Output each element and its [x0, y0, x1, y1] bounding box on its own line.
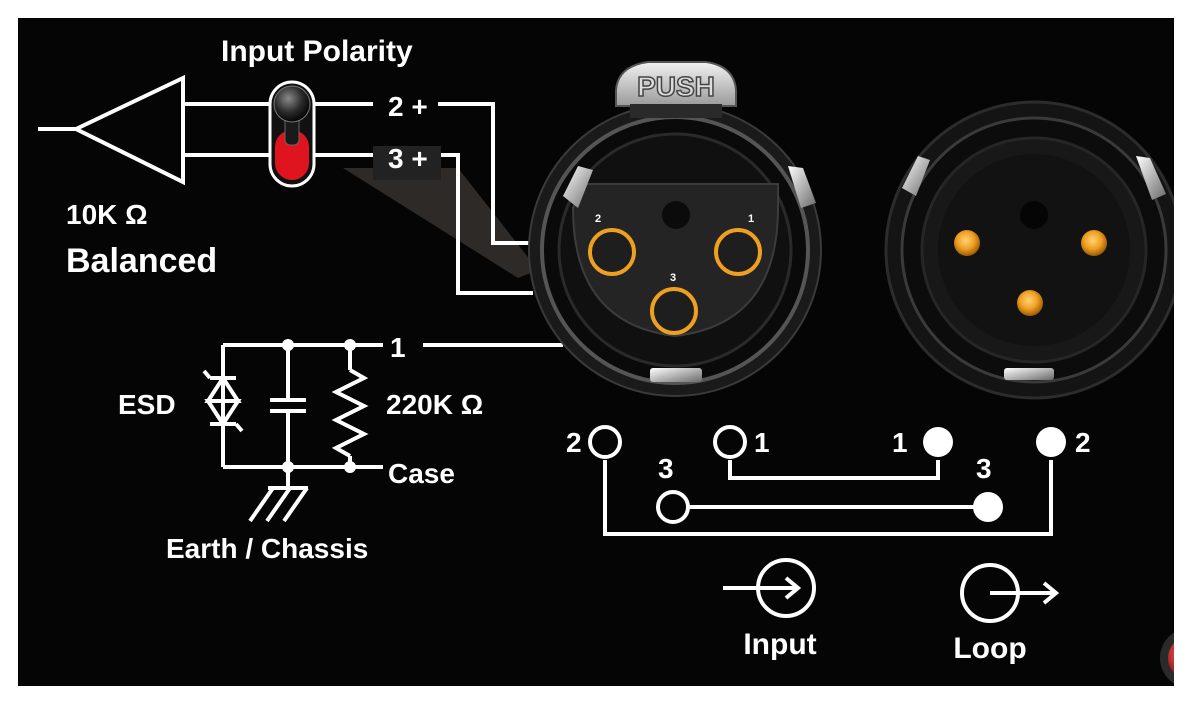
loop-pin1-dot	[923, 427, 953, 457]
esd-diode-icon	[202, 369, 244, 433]
male-xlr-connector[interactable]	[884, 100, 1174, 400]
loop-pin3-dot	[973, 492, 1003, 522]
shadow-wedge	[343, 168, 538, 278]
indicator-light	[1168, 642, 1174, 674]
input-pin1-label: 1	[754, 427, 770, 458]
protection-circuit	[221, 343, 383, 523]
input-arrow-icon	[723, 558, 816, 618]
wiring-diagram: Input Polarity 10K Ω Balanced 2 + 3 + 1 …	[38, 35, 1174, 684]
esd-label: ESD	[118, 389, 176, 420]
input-pin2-label: 2	[566, 427, 582, 458]
female-pin2-mark: 2	[595, 213, 601, 225]
pin2-plus-label: 2 +	[388, 91, 428, 122]
junction-dot	[344, 461, 356, 473]
loop-label: Loop	[953, 632, 1026, 665]
loop-through-wiring	[603, 460, 1053, 536]
polarity-switch[interactable]	[268, 80, 316, 188]
input-polarity-label: Input Polarity	[221, 35, 413, 68]
loop-arrow-icon	[960, 563, 1060, 623]
female-pin1-mark: 1	[748, 213, 754, 225]
pin3-plus-label: 3 +	[388, 143, 428, 174]
connector-panel: Input Polarity 10K Ω Balanced 2 + 3 + 1 …	[18, 18, 1174, 686]
earth-chassis-label: Earth / Chassis	[166, 533, 368, 564]
input-pin3-label: 3	[658, 453, 674, 484]
pin3-label-bg	[373, 146, 441, 180]
loop-pin2-dot	[1036, 427, 1066, 457]
signal-wires	[314, 102, 563, 347]
indicator-bezel	[1160, 632, 1174, 684]
input-pin1-circle	[713, 425, 747, 459]
loop-pin3-label: 3	[976, 453, 992, 484]
junction-dot	[344, 339, 356, 351]
resistor-label: 220K Ω	[386, 389, 483, 420]
push-latch[interactable]	[615, 61, 737, 107]
female-xlr-connector[interactable]	[528, 61, 822, 397]
loop-pin1-label: 1	[892, 427, 908, 458]
junction-dot	[282, 339, 294, 351]
input-pin3-circle	[656, 490, 690, 524]
input-label: Input	[743, 628, 816, 661]
pin1-label: 1	[390, 332, 406, 363]
impedance-label: 10K Ω	[66, 199, 148, 230]
loop-pin2-label: 2	[1075, 427, 1091, 458]
push-label: PUSH	[637, 71, 715, 102]
case-label: Case	[388, 458, 455, 489]
input-pin2-circle	[588, 425, 622, 459]
balanced-label: Balanced	[66, 242, 217, 280]
junction-dot	[282, 461, 294, 473]
female-pin3-mark: 3	[670, 272, 676, 284]
amplifier-symbol	[38, 74, 273, 186]
